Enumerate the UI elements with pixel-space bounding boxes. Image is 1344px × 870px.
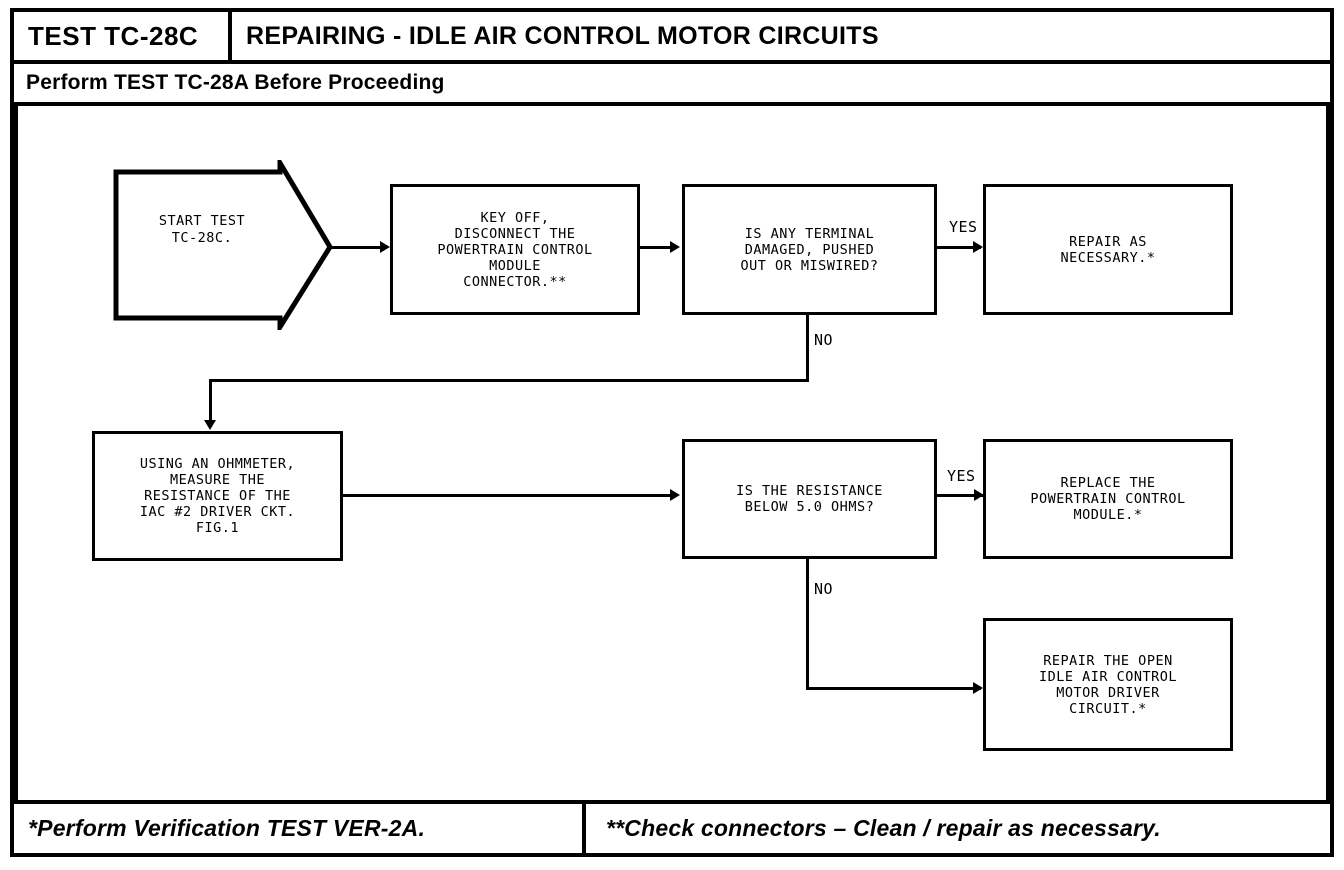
header: TEST TC-28C REPAIRING - IDLE AIR CONTROL… — [14, 12, 1330, 60]
arrowhead-resistance-no — [973, 682, 983, 694]
arrowhead-terminal-no — [204, 420, 216, 430]
branch-label-resistance-yes: YES — [947, 467, 976, 485]
connector-terminal-yes — [937, 246, 981, 249]
subheader: Perform TEST TC-28A Before Proceeding — [14, 64, 1330, 102]
node-replace-pcm-text: REPLACE THE POWERTRAIN CONTROL MODULE.* — [1030, 475, 1186, 523]
arrowhead-start-to-disconnect — [380, 241, 390, 253]
footer-left-cell: *Perform Verification TEST VER-2A. — [14, 804, 586, 853]
node-repair-open-circuit: REPAIR THE OPEN IDLE AIR CONTROL MOTOR D… — [983, 618, 1233, 751]
connector-terminal-no-drop — [209, 379, 212, 423]
page-border — [10, 8, 1334, 857]
connector-disconnect-to-terminal — [640, 246, 672, 249]
branch-label-terminal-yes: YES — [949, 218, 978, 236]
node-disconnect-text: KEY OFF, DISCONNECT THE POWERTRAIN CONTR… — [437, 209, 593, 290]
arrowhead-measure-to-resistance — [670, 489, 680, 501]
connector-resistance-no-right — [806, 687, 981, 690]
node-terminal-check: IS ANY TERMINAL DAMAGED, PUSHED OUT OR M… — [682, 184, 937, 315]
node-measure-resistance: USING AN OHMMETER, MEASURE THE RESISTANC… — [92, 431, 343, 561]
node-disconnect: KEY OFF, DISCONNECT THE POWERTRAIN CONTR… — [390, 184, 640, 315]
node-repair-as-necessary: REPAIR AS NECESSARY.* — [983, 184, 1233, 315]
footer-right-cell: **Check connectors – Clean / repair as n… — [590, 804, 1330, 853]
connector-resistance-no-down — [806, 559, 809, 690]
test-id-cell: TEST TC-28C — [14, 12, 232, 60]
header-divider — [14, 60, 1330, 64]
subheader-label: Perform TEST TC-28A Before Proceeding — [26, 71, 445, 94]
test-id-label: TEST TC-28C — [28, 20, 199, 51]
node-measure-resistance-text: USING AN OHMMETER, MEASURE THE RESISTANC… — [139, 456, 296, 536]
footer-divider — [14, 800, 1330, 804]
header-title-label: REPAIRING - IDLE AIR CONTROL MOTOR CIRCU… — [246, 21, 879, 50]
connector-terminal-no-down — [806, 315, 809, 381]
footer: *Perform Verification TEST VER-2A. **Che… — [14, 804, 1330, 853]
connector-measure-to-resistance — [343, 494, 673, 497]
start-node-shape — [113, 160, 333, 330]
node-repair-as-necessary-text: REPAIR AS NECESSARY.* — [1060, 233, 1156, 266]
connector-terminal-no-left — [209, 379, 809, 382]
start-node-label: START TEST TC-28C. — [158, 213, 246, 246]
subheader-divider — [14, 102, 1330, 106]
node-terminal-check-text: IS ANY TERMINAL DAMAGED, PUSHED OUT OR M… — [740, 225, 879, 274]
node-replace-pcm: REPLACE THE POWERTRAIN CONTROL MODULE.* — [983, 439, 1233, 559]
connector-resistance-yes — [937, 494, 983, 497]
branch-label-resistance-no: NO — [814, 580, 834, 598]
arrowhead-terminal-yes — [973, 241, 983, 253]
footer-right-note: **Check connectors – Clean / repair as n… — [606, 815, 1161, 841]
footer-left-note: *Perform Verification TEST VER-2A. — [28, 815, 426, 841]
flow-canvas — [14, 106, 1330, 800]
connector-start-to-disconnect — [330, 246, 382, 249]
arrowhead-disconnect-to-terminal — [670, 241, 680, 253]
node-resistance-check-text: IS THE RESISTANCE BELOW 5.0 OHMS? — [736, 483, 883, 515]
header-title: REPAIRING - IDLE AIR CONTROL MOTOR CIRCU… — [246, 12, 879, 60]
branch-label-terminal-no: NO — [814, 331, 834, 349]
node-resistance-check: IS THE RESISTANCE BELOW 5.0 OHMS? — [682, 439, 937, 559]
arrowhead-resistance-yes — [974, 489, 984, 501]
node-repair-open-circuit-text: REPAIR THE OPEN IDLE AIR CONTROL MOTOR D… — [1038, 652, 1178, 717]
